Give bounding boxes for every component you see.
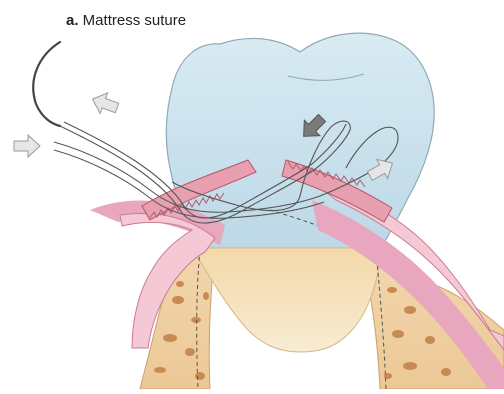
figure-label-text: Mattress suture [79,12,187,29]
figure-label: a. Mattress suture [66,12,186,29]
suture-needle [33,42,60,126]
arrow-needle-direction-icon [89,89,121,119]
arrow-thread-entry-icon [14,135,40,157]
tooth-root [192,248,382,352]
figure-label-letter: a. [66,12,79,29]
